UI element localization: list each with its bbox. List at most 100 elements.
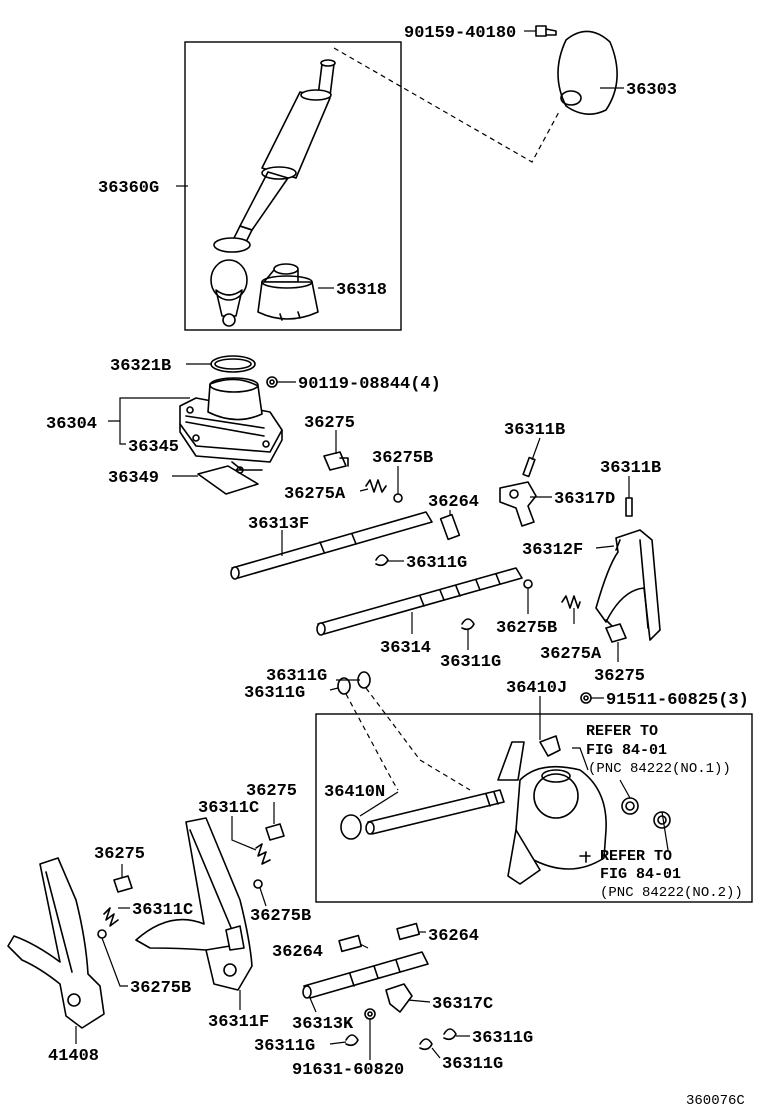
shift-head-36317d — [499, 481, 537, 527]
label-36312f: 36312F — [522, 541, 583, 560]
label-90119-08844: 90119-08844(4) — [298, 375, 441, 394]
ball-36275b-lower-mid — [253, 879, 263, 889]
shift-lever-retainer-36410j — [497, 735, 607, 885]
figure-code: 360076C — [686, 1093, 745, 1109]
label-36311g-lower-c: 36311G — [442, 1055, 503, 1074]
label-36264-lower-right: 36264 — [428, 927, 479, 946]
label-36317c: 36317C — [432, 995, 493, 1014]
bolt-90119 — [266, 376, 278, 388]
label-36311g-mid: 36311G — [440, 653, 501, 672]
label-36311g-lower-a: 36311G — [254, 1037, 315, 1056]
shift-housing-group-frame — [315, 713, 753, 903]
ref-no2-line3: (PNC 84222(NO.2)) — [600, 885, 743, 901]
spring-36311c-left — [103, 907, 119, 927]
label-36314: 36314 — [380, 639, 431, 658]
ball-36275b-lower-left — [97, 929, 107, 939]
clips-36311g-pair — [337, 671, 371, 695]
oil-seal-ring — [340, 814, 362, 840]
shift-fork-shaft-36313f — [230, 511, 433, 580]
ref-no1-line2: FIG 84-01 — [586, 742, 667, 759]
shift-lever-boot — [257, 263, 319, 321]
label-36313k: 36313K — [292, 1015, 354, 1034]
label-36275a-upper: 36275A — [284, 485, 346, 504]
shift-knob — [557, 30, 618, 115]
bolt-91511 — [580, 692, 592, 704]
label-36275b-lower-left: 36275B — [130, 979, 191, 998]
shift-fork-shaft-36313k — [302, 951, 429, 999]
bolt-91631 — [364, 1008, 376, 1020]
label-36410j: 36410J — [506, 679, 567, 698]
lock-plate — [197, 461, 263, 495]
clip-36311g-lower-c — [443, 1028, 457, 1041]
ref-no2-line2: FIG 84-01 — [600, 866, 681, 883]
label-36264-upper: 36264 — [428, 493, 479, 512]
label-36275-lower-mid: 36275 — [246, 782, 297, 801]
label-36311f: 36311F — [208, 1013, 269, 1032]
shift-fork-36312f — [595, 529, 661, 641]
spring-36311c-mid — [255, 843, 271, 865]
clip-assembly-line-a — [345, 693, 399, 791]
label-36321b: 36321B — [110, 357, 171, 376]
pin-36264-lower-right — [396, 922, 421, 941]
pin-36264-upper — [439, 513, 461, 541]
label-36275b-mid: 36275B — [496, 619, 557, 638]
clip-36311g-upper — [375, 554, 389, 567]
shift-fork-shaft-36314 — [316, 567, 523, 636]
label-36311g-pair-b: 36311G — [244, 684, 305, 703]
label-36275-upper: 36275 — [304, 414, 355, 433]
ball-36275b-upper — [393, 493, 403, 503]
label-36317d: 36317D — [554, 490, 615, 509]
knob-assembly-line — [333, 47, 561, 163]
label-36313f: 36313F — [248, 515, 309, 534]
label-36311g-lower-b: 36311G — [472, 1029, 533, 1048]
plug-36275-mid — [605, 619, 627, 643]
label-36275b-lower-mid: 36275B — [250, 907, 311, 926]
label-36318: 36318 — [336, 281, 387, 300]
nut-ref-no2 — [653, 811, 671, 829]
label-36275b-upper: 36275B — [372, 449, 433, 468]
plug-36275-lower-left — [113, 875, 133, 893]
shift-lever — [210, 59, 336, 327]
label-36264-lower-left: 36264 — [272, 943, 323, 962]
clip-assembly-line-b — [365, 687, 471, 791]
label-36360g: 36360G — [98, 179, 159, 198]
clip-36311g-mid — [461, 618, 475, 631]
clip-36311g-lower-a — [345, 1034, 359, 1047]
label-36410n: 36410N — [324, 783, 385, 802]
label-36275-mid: 36275 — [594, 667, 645, 686]
label-36349: 36349 — [108, 469, 159, 488]
pin-36264-lower-left — [338, 934, 363, 953]
plug-36275-lower-mid — [265, 823, 285, 841]
label-36311c-left: 36311C — [132, 901, 193, 920]
ref-no1-line1: REFER TO — [586, 723, 658, 740]
snap-ring — [210, 355, 256, 373]
label-90159-40180: 90159-40180 — [404, 24, 516, 43]
shift-inner-shaft-36410n — [365, 789, 505, 835]
pin-36311b-right — [625, 497, 633, 517]
leader-lines — [75, 30, 669, 1060]
nut-ref-no1 — [621, 797, 639, 815]
spring-36275a-mid — [561, 595, 581, 609]
label-36345: 36345 — [128, 438, 179, 457]
label-36303: 36303 — [626, 81, 677, 100]
label-91631-60820: 91631-60820 — [292, 1061, 404, 1080]
label-36311g-pair-a: 36311G — [266, 667, 327, 686]
clip-36311g-lower-b — [419, 1038, 433, 1051]
shift-lever-housing — [179, 377, 283, 463]
pin-36311b-upper — [522, 456, 536, 478]
label-36311b-right: 36311B — [600, 459, 661, 478]
knob-screw — [535, 25, 557, 37]
label-36311c-mid: 36311C — [198, 799, 259, 818]
ref-no2-line1: REFER TO — [600, 848, 672, 865]
label-36311g-upper: 36311G — [406, 554, 467, 573]
label-36275-lower-left: 36275 — [94, 845, 145, 864]
shift-head-36317c — [385, 983, 413, 1013]
shift-fork-41408 — [7, 857, 105, 1029]
label-36304: 36304 — [46, 415, 97, 434]
shift-fork-36311f — [135, 817, 253, 991]
label-41408: 41408 — [48, 1047, 99, 1066]
label-36275a-mid: 36275A — [540, 645, 602, 664]
ref-no1-line3: (PNC 84222(NO.1)) — [588, 761, 731, 777]
spring-36275a-upper — [365, 479, 387, 493]
